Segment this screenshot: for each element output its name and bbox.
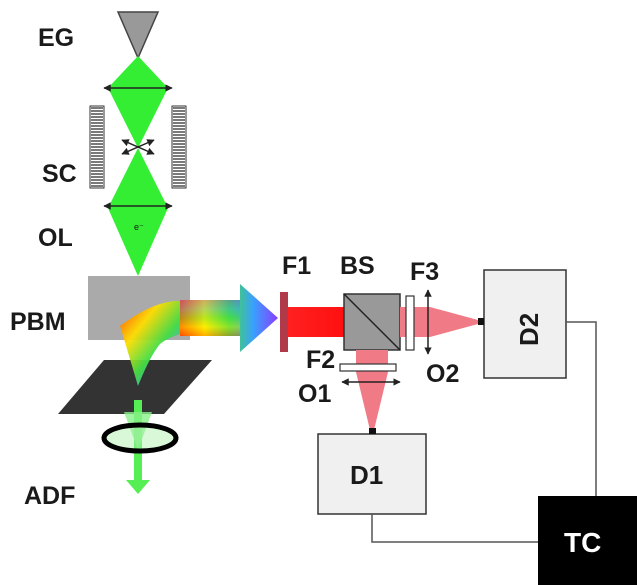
scan-cross-b [121, 139, 155, 155]
adf-ring-icon [101, 422, 179, 454]
electron-gun-icon [116, 11, 160, 60]
cl-emission-arrow-shade [180, 300, 240, 336]
red-beam [288, 307, 344, 337]
label-o2: O2 [426, 360, 459, 388]
label-tc: TC [564, 527, 601, 558]
label-o1: O1 [298, 380, 331, 408]
label-eg: EG [38, 24, 74, 52]
wire-d2-tc [566, 321, 597, 496]
label-f2: F2 [306, 346, 335, 374]
wire-d1-tc [371, 514, 538, 543]
electron-symbol: e⁻ [134, 222, 144, 232]
label-f3: F3 [410, 258, 439, 286]
scan-coil-right-icon [171, 105, 187, 189]
filter-f2 [339, 363, 397, 372]
label-sc: SC [42, 160, 77, 188]
label-adf: ADF [24, 482, 75, 510]
filter-f1 [280, 292, 288, 352]
detector-d2 [483, 269, 567, 379]
pink-beam-d2 [400, 307, 478, 337]
transmitted-beam [124, 400, 152, 494]
filter-f3 [405, 295, 415, 351]
detector-d1 [317, 433, 427, 515]
scan-coil-left-icon [89, 105, 105, 189]
d1-port [369, 428, 376, 434]
electron-beam [108, 56, 168, 276]
beam-splitter [343, 293, 401, 351]
cl-emission-cone [120, 301, 188, 386]
label-d1: D1 [350, 460, 383, 490]
label-f1: F1 [282, 252, 311, 280]
sample-plane [58, 360, 212, 414]
label-bs: BS [340, 252, 375, 280]
label-pbm: PBM [10, 308, 66, 336]
d2-port [478, 318, 484, 325]
tc-box [538, 496, 637, 585]
label-d2: D2 [514, 313, 544, 346]
label-ol: OL [38, 224, 73, 252]
pink-beam-d1 [356, 350, 388, 430]
